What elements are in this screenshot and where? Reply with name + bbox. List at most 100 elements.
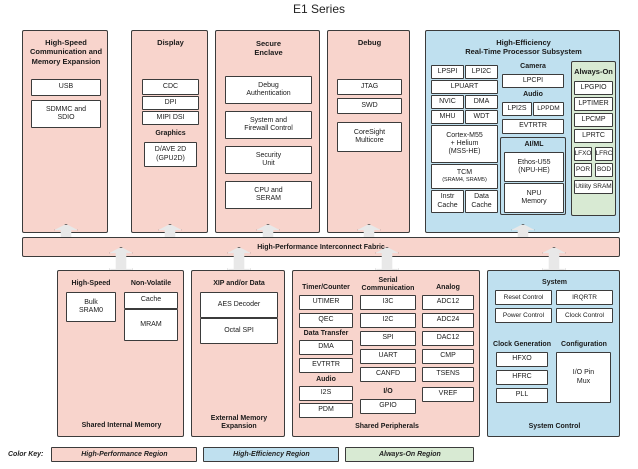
block-lfxo[interactable]: LFXO: [574, 147, 592, 161]
block-cmp[interactable]: CMP: [422, 349, 474, 364]
block-evtrtr-he[interactable]: EVTRTR: [502, 119, 564, 134]
block-npu-memory[interactable]: NPU Memory: [504, 183, 564, 213]
region-shared-internal-memory: High-Speed Bulk SRAM0 Non-Volatile Cache…: [57, 270, 184, 437]
block-gpio[interactable]: GPIO: [360, 399, 416, 414]
block-hfxo[interactable]: HFXO: [496, 352, 548, 367]
block-jtag[interactable]: JTAG: [337, 79, 402, 95]
block-line: Bulk: [84, 298, 98, 306]
block-utility-sram[interactable]: Utility SRAM: [574, 180, 613, 194]
block-sdmmc-sdio[interactable]: SDMMC and SDIO: [31, 100, 101, 128]
block-cdc[interactable]: CDC: [142, 79, 199, 95]
block-lpi2s[interactable]: LPI2S: [502, 102, 532, 116]
block-evtrtr-periph[interactable]: EVTRTR: [299, 358, 353, 373]
block-cortex-m55-helium[interactable]: Cortex-M55 + Helium (MSS-HE): [431, 125, 498, 163]
block-hfrc[interactable]: HFRC: [496, 370, 548, 385]
block-uart[interactable]: UART: [360, 349, 416, 364]
title-line: Serial: [378, 276, 398, 284]
block-bulk-sram0[interactable]: Bulk SRAM0: [66, 292, 116, 322]
block-tsens[interactable]: TSENS: [422, 367, 474, 382]
block-usb[interactable]: USB: [31, 79, 101, 96]
region-header-secure-enclave: Secure Enclave: [219, 37, 318, 59]
group-title-audio: Audio: [523, 90, 543, 98]
block-irqrtr[interactable]: IRQRTR: [556, 290, 613, 305]
block-reset-control[interactable]: Reset Control: [495, 290, 552, 305]
block-io-pin-mux[interactable]: I/O Pin Mux: [556, 352, 611, 403]
block-clock-control[interactable]: Clock Control: [556, 308, 613, 323]
block-tcm[interactable]: TCM (SRAM4, SRAM5): [431, 164, 498, 189]
block-pdm[interactable]: PDM: [299, 403, 353, 418]
block-subline: (SRAM4, SRAM5): [442, 177, 487, 184]
block-cache[interactable]: Cache: [124, 292, 178, 309]
block-lpspi[interactable]: LPSPI: [431, 65, 464, 79]
footer-line: Expansion: [221, 423, 257, 430]
block-line: Memory: [521, 198, 547, 205]
block-lpcpi[interactable]: LPCPI: [502, 74, 564, 88]
block-line: + Helium: [450, 139, 479, 147]
block-coresight-multicore[interactable]: CoreSight Multicore: [337, 122, 402, 152]
color-key-high-efficiency: High-Efficiency Region: [203, 446, 340, 462]
block-ethos-u55[interactable]: Ethos-U55 (NPU-HE): [504, 152, 564, 182]
block-lpcmp[interactable]: LPCMP: [574, 113, 613, 127]
region-high-efficiency-subsystem: High-Efficiency Real-Time Processor Subs…: [425, 30, 620, 233]
block-lpgpio[interactable]: LPGPIO: [574, 81, 613, 95]
interconnect-fabric: High-Performance Interconnect Fabric: [22, 237, 620, 257]
block-lptimer[interactable]: LPTIMER: [574, 97, 613, 111]
block-lpi2c[interactable]: LPI2C: [465, 65, 498, 79]
region-display: Display CDC DPI MIPI DSI Graphics D/AVE …: [131, 30, 208, 233]
block-security-unit[interactable]: Security Unit: [225, 146, 312, 174]
block-utimer[interactable]: UTIMER: [299, 295, 353, 310]
block-lppdm[interactable]: LPPDM: [533, 102, 564, 116]
block-pll[interactable]: PLL: [496, 388, 548, 403]
block-qec[interactable]: QEC: [299, 313, 353, 328]
block-dave-2d[interactable]: D/AVE 2D (GPU2D): [144, 142, 197, 167]
block-i2c[interactable]: I2C: [360, 313, 416, 328]
block-lpuart[interactable]: LPUART: [431, 80, 498, 94]
block-line: (GPU2D): [156, 154, 185, 162]
hdr-line: Communication and: [29, 47, 103, 57]
region-high-speed-communication: High-Speed Communication and Memory Expa…: [22, 30, 108, 233]
region-header-display: Display: [157, 38, 184, 48]
block-lprtc[interactable]: LPRTC: [574, 129, 613, 143]
color-key: Color Key: High-Performance Region High-…: [8, 446, 638, 462]
block-canfd[interactable]: CANFD: [360, 367, 416, 382]
block-debug-authentication[interactable]: Debug Authentication: [225, 76, 312, 104]
hdr-line: Real-Time Processor Subsystem: [465, 47, 582, 56]
block-vref[interactable]: VREF: [422, 387, 474, 402]
block-bod[interactable]: BOD: [595, 163, 613, 177]
block-line: Authentication: [246, 90, 291, 97]
block-mram[interactable]: MRAM: [124, 309, 178, 341]
block-nvic[interactable]: NVIC: [431, 95, 464, 109]
group-title-non-volatile: Non-Volatile: [130, 279, 172, 287]
block-system-firewall-control[interactable]: System and Firewall Control: [225, 111, 312, 139]
block-line: Cache: [437, 201, 458, 209]
block-por[interactable]: POR: [574, 163, 592, 177]
block-adc24[interactable]: ADC24: [422, 313, 474, 328]
block-swd[interactable]: SWD: [337, 98, 402, 114]
block-i2s[interactable]: I2S: [299, 386, 353, 401]
hdr-line: Secure: [255, 38, 282, 48]
block-spi[interactable]: SPI: [360, 331, 416, 346]
block-i3c[interactable]: I3C: [360, 295, 416, 310]
block-aes-decoder[interactable]: AES Decoder: [200, 292, 278, 318]
block-dpi[interactable]: DPI: [142, 96, 199, 110]
block-dma-periph[interactable]: DMA: [299, 340, 353, 355]
block-dac12[interactable]: DAC12: [422, 331, 474, 346]
block-octal-spi[interactable]: Octal SPI: [200, 318, 278, 344]
block-instr-cache[interactable]: Instr Cache: [431, 190, 464, 213]
block-line: Unit: [262, 160, 275, 167]
block-lfrc[interactable]: LFRC: [595, 147, 613, 161]
block-dma[interactable]: DMA: [465, 95, 498, 109]
block-line: (NPU-HE): [518, 167, 550, 174]
block-power-control[interactable]: Power Control: [495, 308, 552, 323]
block-mipi-dsi[interactable]: MIPI DSI: [142, 111, 199, 125]
group-title-serial-communication: Serial Communication: [359, 275, 417, 295]
block-mhu[interactable]: MHU: [431, 110, 464, 124]
region-header-high-efficiency: High-Efficiency Real-Time Processor Subs…: [430, 36, 617, 58]
block-cpu-seram[interactable]: CPU and SERAM: [225, 181, 312, 209]
group-title-clock-generation: Clock Generation: [493, 341, 551, 349]
block-wdt[interactable]: WDT: [465, 110, 498, 124]
hdr-line: High-Efficiency: [496, 37, 551, 47]
region-footer-external-memory-expansion: External Memory Expansion: [195, 412, 283, 434]
block-adc12[interactable]: ADC12: [422, 295, 474, 310]
block-data-cache[interactable]: Data Cache: [465, 190, 498, 213]
